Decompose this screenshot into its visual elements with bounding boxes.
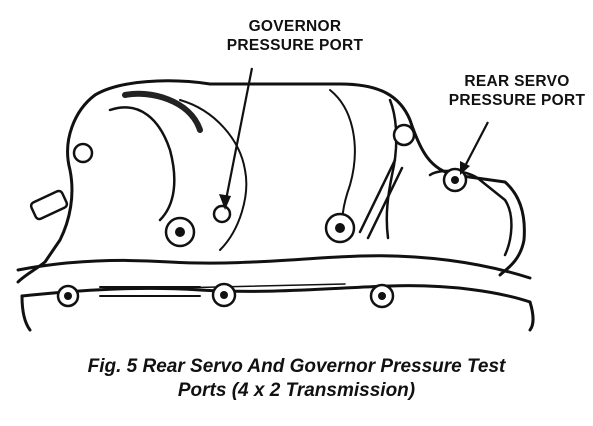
servo-line-2 bbox=[366, 166, 404, 240]
governor-arrowhead bbox=[219, 194, 231, 210]
rear-servo-pressure-port-label: REAR SERVO PRESSURE PORT bbox=[432, 72, 593, 110]
callout-line: PRESSURE PORT bbox=[226, 37, 364, 54]
pan-flange-top bbox=[16, 254, 532, 280]
figure-caption: Fig. 5 Rear Servo And Governor Pressure … bbox=[0, 355, 593, 403]
servo-line bbox=[358, 158, 397, 234]
bolt bbox=[392, 123, 416, 147]
callout-line: REAR SERVO bbox=[464, 73, 570, 90]
pan-body bbox=[20, 294, 32, 332]
housing-contour bbox=[179, 99, 248, 251]
governor-pressure-port-label: GOVERNOR PRESSURE PORT bbox=[195, 17, 395, 55]
governor-leader bbox=[223, 67, 254, 206]
servo-arrowhead bbox=[460, 161, 470, 175]
case-outline bbox=[93, 79, 526, 277]
caption-line-2: Ports (4 x 2 Transmission) bbox=[177, 380, 416, 401]
tube-shading bbox=[122, 90, 203, 133]
pan-body-right bbox=[528, 300, 535, 332]
bolt-governor-port bbox=[212, 204, 232, 224]
pan-flange-bottom bbox=[20, 284, 532, 304]
servo-housing-edge bbox=[385, 98, 398, 240]
bolt bbox=[72, 142, 94, 164]
extension-tube bbox=[108, 106, 176, 222]
servo-cover bbox=[428, 169, 513, 257]
callout-line: PRESSURE PORT bbox=[448, 92, 586, 109]
cooler-fitting bbox=[29, 189, 69, 221]
caption-line-1: Fig. 5 Rear Servo And Governor Pressure … bbox=[87, 356, 506, 377]
servo-leader bbox=[462, 121, 489, 171]
case-left-edge bbox=[16, 93, 97, 284]
callout-line: GOVERNOR bbox=[248, 18, 342, 35]
flange-slot bbox=[99, 286, 201, 297]
